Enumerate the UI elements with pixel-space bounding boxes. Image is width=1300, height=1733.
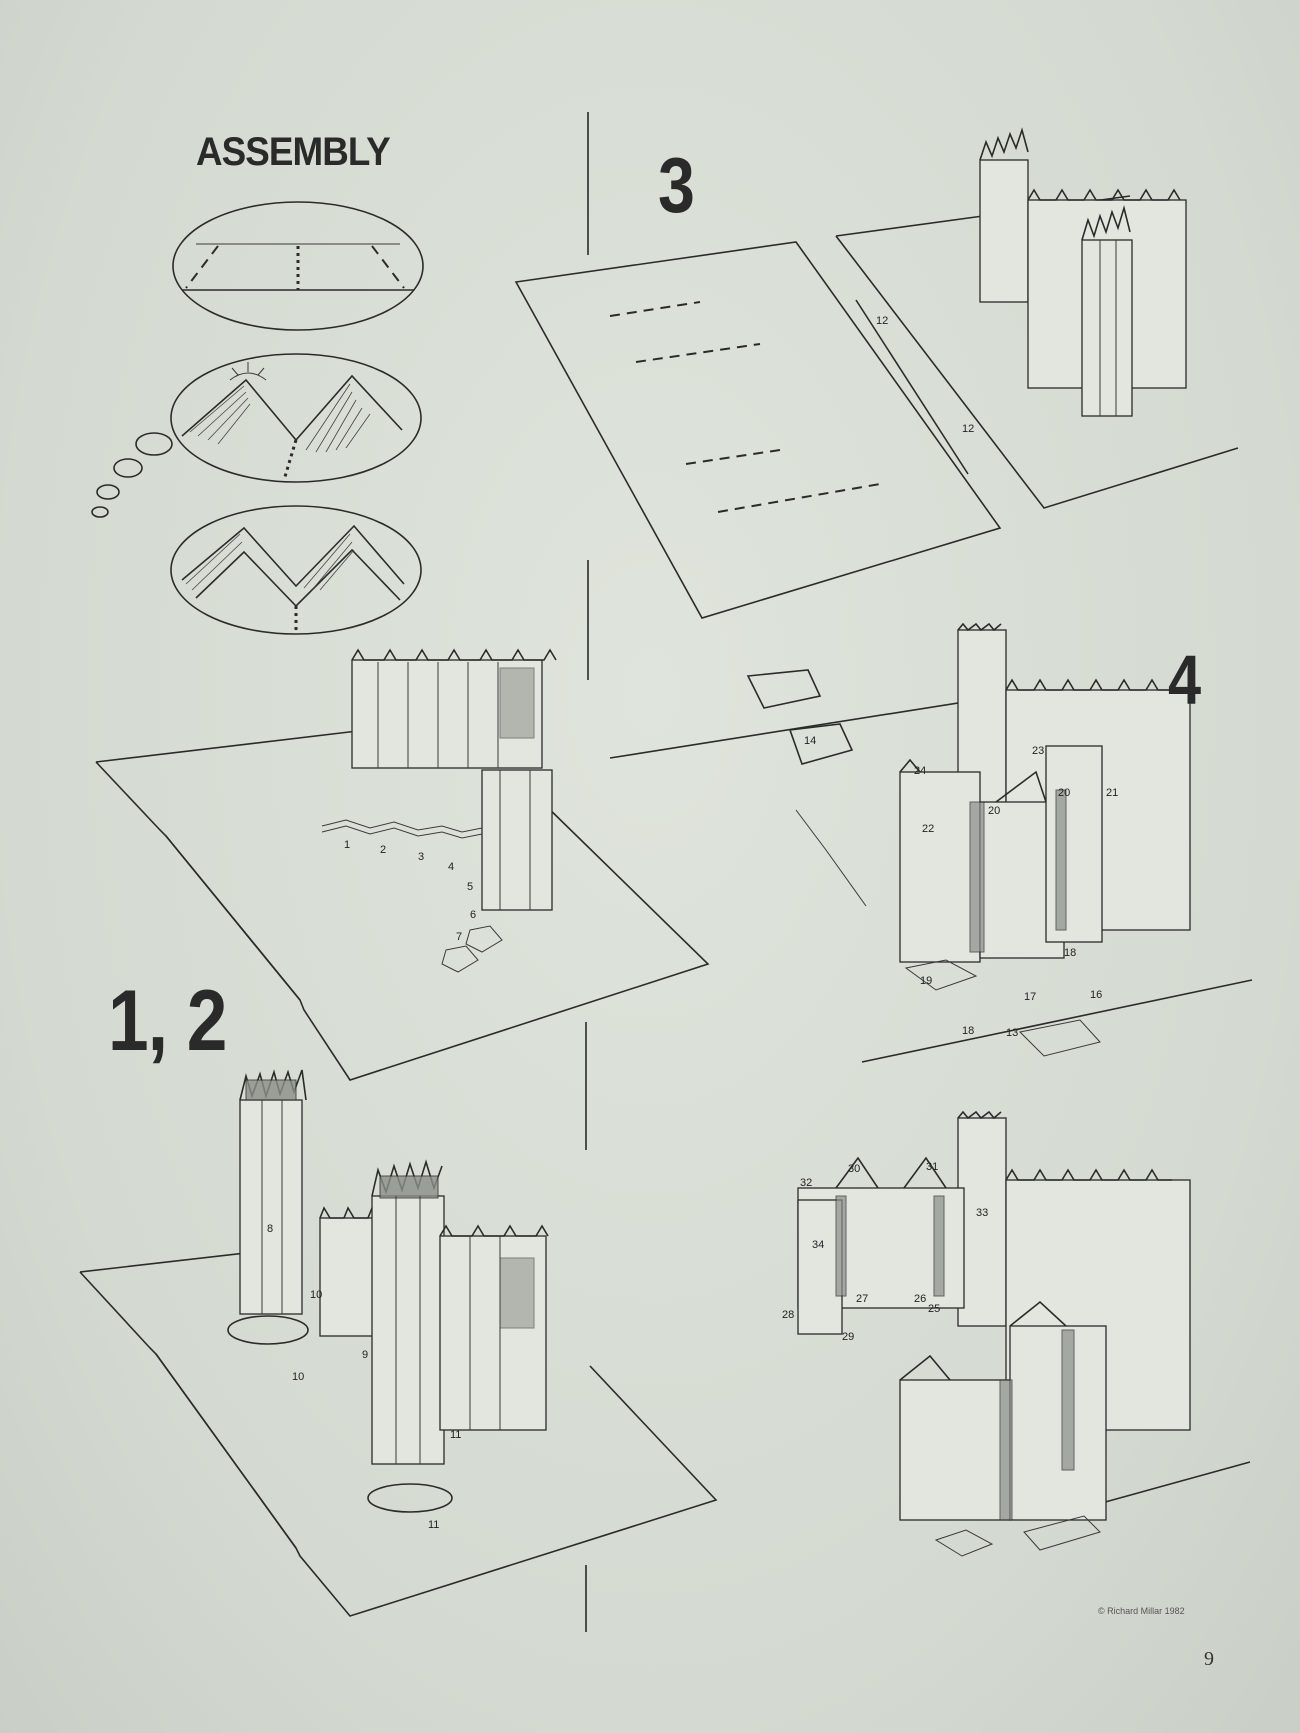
part-label: 32 bbox=[800, 1177, 812, 1189]
part-label: 30 bbox=[848, 1163, 860, 1175]
step-2-diagram: 8 9 10 10 11 11 bbox=[79, 1069, 718, 1617]
part-label: 21 bbox=[1106, 787, 1118, 799]
part-label: 20 bbox=[988, 805, 1000, 817]
part-label: 10 bbox=[310, 1289, 322, 1301]
part-label: 1 bbox=[344, 839, 350, 851]
fold-diagram-flat bbox=[172, 201, 424, 331]
part-label: 2 bbox=[380, 844, 386, 856]
step-number-3: 3 bbox=[658, 141, 695, 229]
part-label: 12 bbox=[876, 315, 888, 327]
part-label: 24 bbox=[914, 765, 926, 777]
part-label: 34 bbox=[812, 1239, 824, 1251]
part-label: 33 bbox=[976, 1207, 988, 1219]
part-label: 11 bbox=[450, 1429, 461, 1441]
part-label: 17 bbox=[1024, 991, 1036, 1003]
fold-diagram-folded bbox=[170, 505, 422, 635]
page-number: 9 bbox=[1204, 1648, 1214, 1670]
part-label: 8 bbox=[267, 1223, 273, 1235]
step-1-diagram: 1 2 3 4 5 6 7 bbox=[95, 648, 710, 1081]
part-label: 3 bbox=[418, 851, 424, 863]
part-label: 22 bbox=[922, 823, 934, 835]
part-label: 11 bbox=[428, 1519, 439, 1531]
part-label: 9 bbox=[362, 1349, 368, 1361]
part-label: 25 bbox=[928, 1303, 940, 1315]
part-label: 13 bbox=[1006, 1027, 1018, 1039]
part-label: 14 bbox=[804, 735, 816, 747]
step-number-1-2: 1, 2 bbox=[108, 973, 227, 1069]
step-5-diagram: 25 26 27 28 29 30 31 32 33 34 bbox=[782, 1110, 1251, 1557]
part-label: 20 bbox=[1058, 787, 1070, 799]
step-3-diagram: 12 12 bbox=[514, 127, 1239, 619]
part-label: 7 bbox=[456, 931, 462, 943]
copyright-notice: © Richard Millar 1982 bbox=[1098, 1606, 1185, 1616]
part-label: 29 bbox=[842, 1331, 854, 1343]
page-title: ASSEMBLY bbox=[196, 130, 391, 174]
column-divider bbox=[585, 112, 589, 1632]
part-label: 31 bbox=[926, 1161, 938, 1173]
part-label: 6 bbox=[470, 909, 476, 921]
part-label: 27 bbox=[856, 1293, 868, 1305]
step-number-4: 4 bbox=[1168, 641, 1201, 719]
fold-diagram-thought bbox=[91, 353, 422, 518]
step-4-diagram: 13 14 16 17 18 18 19 20 20 21 22 23 24 bbox=[609, 622, 1253, 1063]
part-label: 18 bbox=[962, 1025, 974, 1037]
part-label: 26 bbox=[914, 1293, 926, 1305]
part-label: 4 bbox=[448, 861, 454, 873]
part-label: 23 bbox=[1032, 745, 1044, 757]
part-label: 19 bbox=[920, 975, 932, 987]
part-label: 5 bbox=[467, 881, 473, 893]
part-label: 16 bbox=[1090, 989, 1102, 1001]
part-label: 12 bbox=[962, 423, 974, 435]
part-label: 10 bbox=[292, 1371, 304, 1383]
part-label: 18 bbox=[1064, 947, 1076, 959]
part-label: 28 bbox=[782, 1309, 794, 1321]
